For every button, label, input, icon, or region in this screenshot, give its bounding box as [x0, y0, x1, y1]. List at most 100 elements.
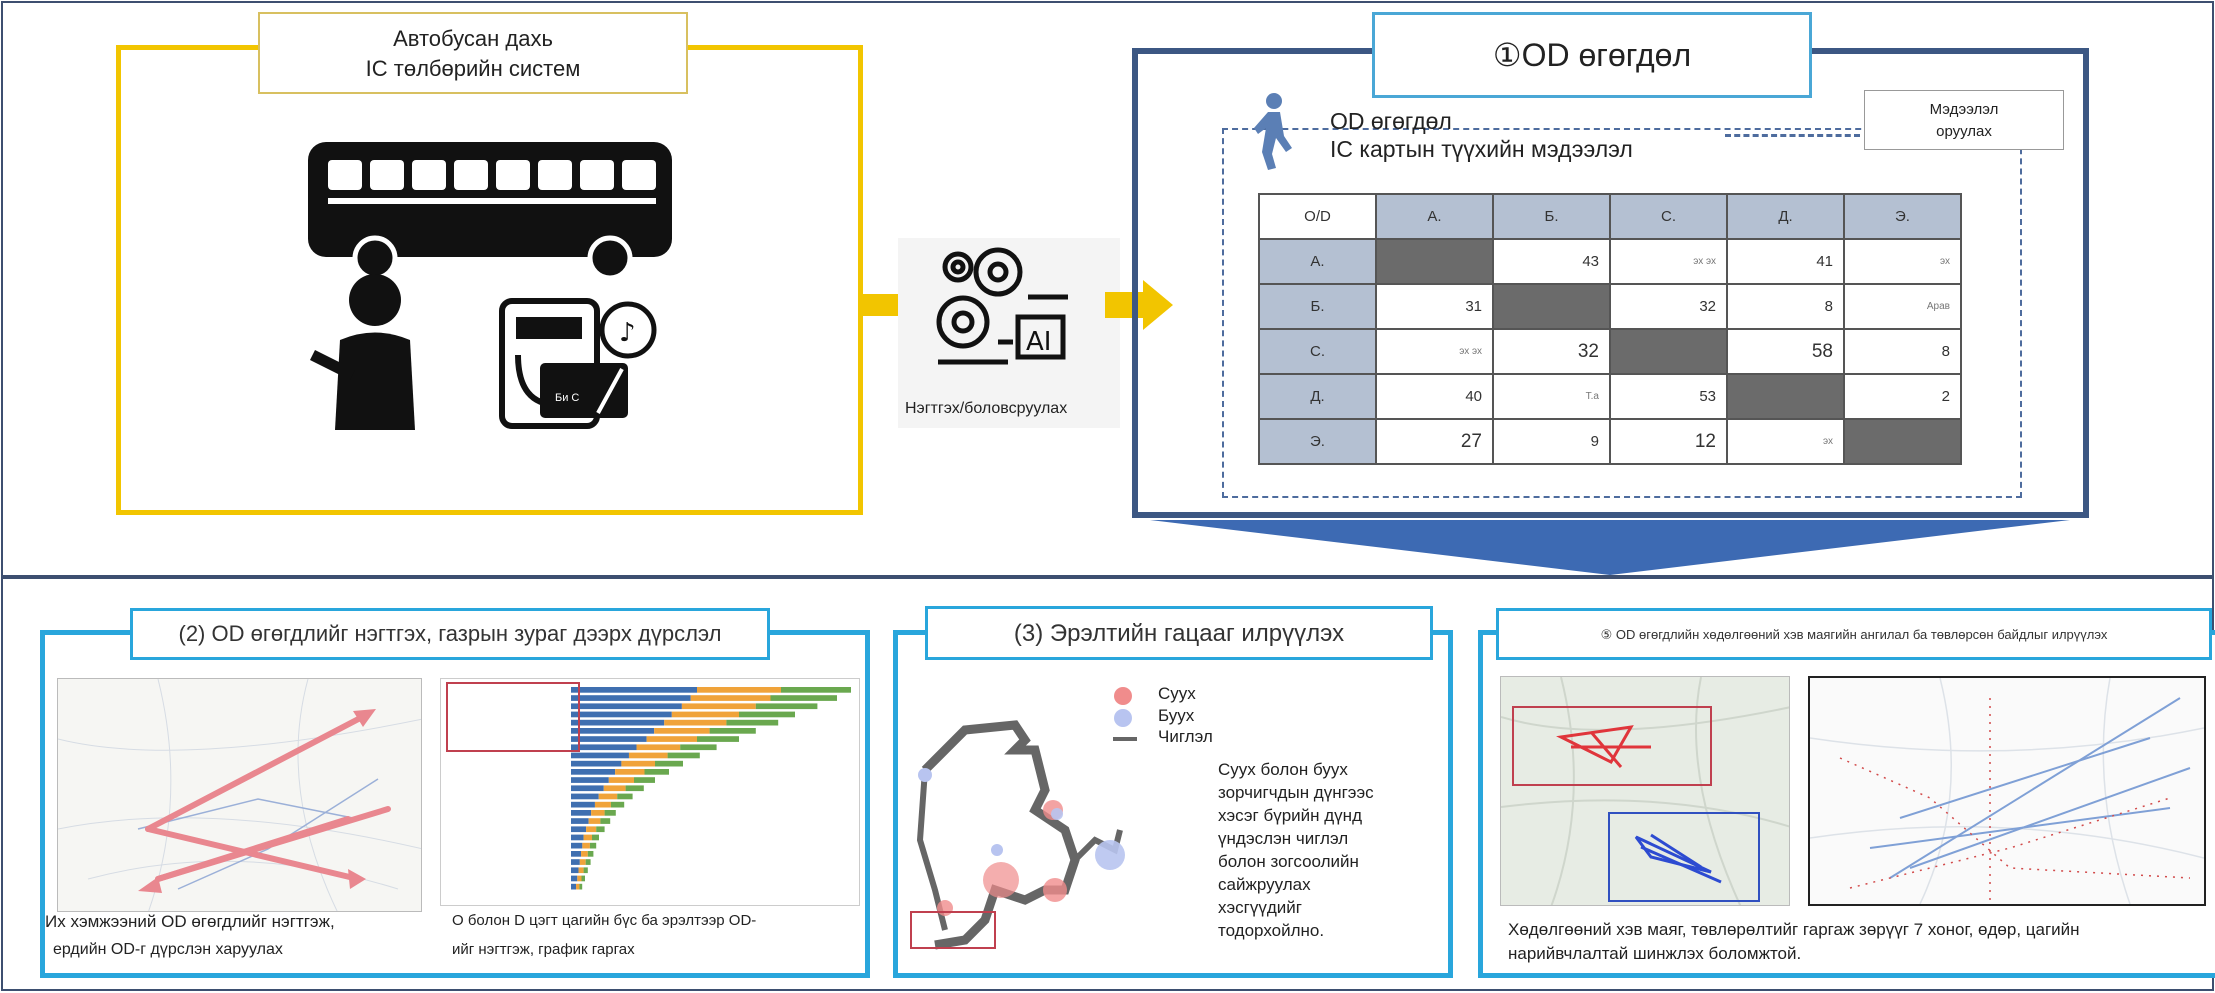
- bar-segment: [571, 703, 682, 710]
- od-row: С. эх эх 32 58 8: [1258, 328, 1962, 375]
- arrow-to-od: [1105, 280, 1173, 330]
- bar-segment: [583, 867, 588, 874]
- od-col-header: Б.: [1492, 193, 1611, 240]
- ic-system-title-line2: IC төлбөрийн систем: [365, 56, 581, 81]
- od-cell: 32: [1609, 283, 1728, 330]
- desc-line: Суух болон буух: [1218, 760, 1348, 779]
- bar-segment: [571, 769, 616, 775]
- bar-segment: [588, 818, 601, 824]
- panel-demand-gap-title: (3) Эрэлтийн гацааг илрүүлэх: [925, 606, 1433, 660]
- bar-segment: [628, 752, 668, 759]
- od-row-header: Б.: [1258, 283, 1377, 330]
- bar-segment: [697, 736, 739, 742]
- bar-segment: [594, 801, 611, 808]
- process-label: Нэгтгэх/боловсруулах: [905, 400, 1068, 417]
- bar-segment: [667, 752, 700, 759]
- od-dash-connector: [1725, 134, 1860, 137]
- bar-chart-highlight: [446, 682, 580, 752]
- desc-line: хэсгүүдийг: [1218, 898, 1302, 917]
- ic-reader-icon: ♪: [499, 298, 657, 429]
- bar-segment: [571, 711, 672, 718]
- od-cell: 32: [1492, 328, 1611, 375]
- bar-segment: [690, 695, 771, 701]
- flow-pattern-map: [1808, 676, 2206, 906]
- panel-od-mapping-title: (2) OD өгөгдлийг нэгтгэх, газрын зураг д…: [130, 608, 770, 660]
- bar-segment: [625, 785, 644, 792]
- od-data-title: ①OD өгөгдөл: [1372, 12, 1812, 98]
- bar-segment: [571, 744, 637, 751]
- desc-line: үндэслэн чиглэл: [1218, 829, 1349, 848]
- bar-segment: [571, 728, 655, 734]
- bar-segment: [571, 818, 589, 824]
- panel2-caption-left-2: ердийн OD-г дүрслэн харуулах: [53, 941, 283, 958]
- bar-segment: [571, 736, 647, 742]
- bar-segment: [571, 810, 592, 816]
- panel2-caption-right-2: ийг нэгтгэж, график гаргах: [452, 941, 635, 958]
- bar-segment: [571, 687, 697, 693]
- bar-segment: [581, 875, 585, 882]
- walking-person-icon: [1254, 93, 1292, 170]
- bar-segment: [615, 769, 645, 775]
- bar-segment: [664, 719, 727, 726]
- ic-system-title-line1: Автобусан дахь: [393, 26, 553, 51]
- od-bar-chart: [440, 678, 860, 906]
- bar-segment: [571, 793, 599, 800]
- od-row: А. 43 эх эх 41 эх: [1258, 238, 1962, 285]
- od-row-header: А.: [1258, 238, 1377, 285]
- legend-board-label: Суух: [1158, 684, 1196, 703]
- legend-alight-label: Буух: [1158, 706, 1195, 725]
- bar-segment: [600, 818, 611, 824]
- bar-segment: [583, 834, 592, 841]
- bar-segment: [603, 785, 626, 792]
- bus-icon: [308, 142, 672, 280]
- od-cell-diagonal: [1375, 238, 1494, 285]
- od-col-header: Э.: [1843, 193, 1962, 240]
- panel2-caption-left-1: Их хэмжээний OD өгөгдлийг нэгтгэж,: [45, 912, 335, 931]
- bar-segment: [571, 875, 578, 882]
- cluster-map: [1500, 676, 1790, 906]
- svg-text:♪: ♪: [619, 318, 636, 348]
- od-cell: 43: [1492, 238, 1611, 285]
- route-demand-map: [910, 720, 1125, 950]
- od-col-header: Д.: [1726, 193, 1845, 240]
- od-cell: эх эх: [1609, 238, 1728, 285]
- od-cell: 9: [1492, 418, 1611, 465]
- od-cell: 31: [1375, 283, 1494, 330]
- bar-segment: [571, 801, 595, 808]
- bar-segment: [598, 793, 618, 800]
- panel3-description: Суух болон буух зорчигчдын дүнгээс хэсэг…: [1218, 758, 1418, 942]
- od-cell: 58: [1726, 328, 1845, 375]
- bar-segment: [571, 785, 604, 792]
- input-note-line2: оруулах: [1936, 123, 1992, 140]
- od-cell-diagonal: [1726, 373, 1845, 420]
- bar-segment: [770, 695, 837, 701]
- bar-segment: [571, 695, 691, 701]
- bar-segment: [781, 687, 851, 693]
- bar-segment: [577, 875, 582, 882]
- bar-segment: [681, 703, 756, 710]
- od-cell: 8: [1726, 283, 1845, 330]
- od-cell-diagonal: [1492, 283, 1611, 330]
- ic-system-title: Автобусан дахь IC төлбөрийн систем: [258, 12, 688, 94]
- od-row-header: Э.: [1258, 418, 1377, 465]
- legend-board-marker: [1114, 687, 1132, 705]
- od-cell-diagonal: [1609, 328, 1728, 375]
- gears-ai-icon: AI: [936, 247, 1068, 365]
- bar-segment: [578, 867, 584, 874]
- input-note: Мэдээлэл оруулах: [1864, 90, 2064, 150]
- bar-segment: [571, 883, 577, 890]
- bar-segment: [617, 793, 633, 800]
- desc-line: тодорхойлно.: [1218, 921, 1325, 940]
- bar-segment: [571, 760, 622, 767]
- legend-route-label: Чиглэл: [1158, 727, 1213, 746]
- bar-segment: [680, 744, 717, 751]
- top-frame: [1, 1, 2214, 579]
- od-cell: 8: [1843, 328, 1962, 375]
- bar-segment: [571, 826, 587, 833]
- bar-segment: [697, 687, 781, 693]
- bar-segment: [571, 867, 579, 874]
- panel4-caption-1: Хөдөлгөөний хэв маяг, төвлөрөлтийг гарга…: [1508, 920, 2080, 939]
- od-cell: 27: [1375, 418, 1494, 465]
- bar-segment: [709, 728, 756, 734]
- od-subtitle-line1: OD өгөгдөл: [1330, 108, 1452, 134]
